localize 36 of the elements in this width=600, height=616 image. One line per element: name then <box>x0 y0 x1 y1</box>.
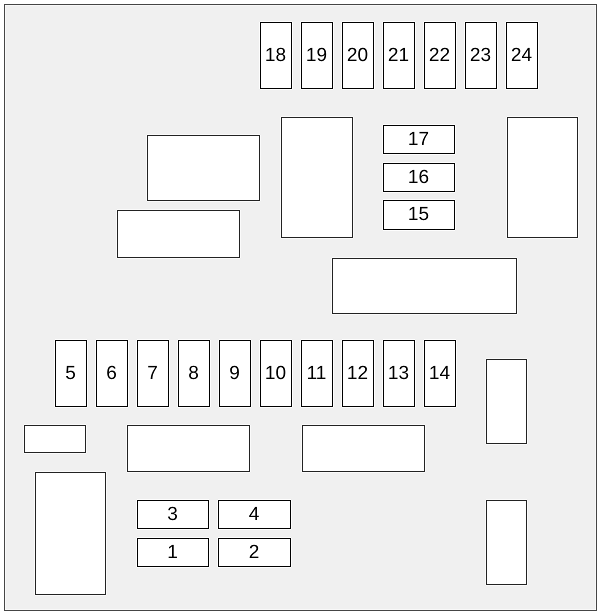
fuse: 2 <box>218 538 290 566</box>
empty-slot <box>280 116 352 238</box>
fuse: 12 <box>342 340 374 406</box>
empty-slot <box>24 424 86 452</box>
empty-slot <box>116 210 240 258</box>
fuse: 6 <box>96 340 128 406</box>
empty-slot <box>302 424 424 472</box>
fuse: 4 <box>218 500 290 528</box>
empty-slot <box>34 472 106 594</box>
fuse: 5 <box>54 340 86 406</box>
fuse: 10 <box>260 340 292 406</box>
fuse: 15 <box>382 200 454 230</box>
fuse: 3 <box>136 500 208 528</box>
fuse: 9 <box>218 340 250 406</box>
empty-slot <box>486 500 526 584</box>
fuse: 19 <box>300 22 332 88</box>
fuse: 13 <box>382 340 414 406</box>
fuse: 20 <box>342 22 374 88</box>
fuse: 14 <box>424 340 456 406</box>
empty-slot <box>126 424 250 472</box>
fuse-box-panel <box>4 4 597 611</box>
fuse: 18 <box>260 22 292 88</box>
fuse: 17 <box>382 124 454 154</box>
fuse: 22 <box>424 22 456 88</box>
fuse: 7 <box>136 340 168 406</box>
fuse: 1 <box>136 538 208 566</box>
fuse: 21 <box>382 22 414 88</box>
fuse: 16 <box>382 162 454 192</box>
empty-slot <box>146 134 260 200</box>
fuse: 11 <box>300 340 332 406</box>
fuse: 23 <box>464 22 496 88</box>
empty-slot <box>486 358 526 444</box>
empty-slot <box>332 258 516 314</box>
empty-slot <box>506 116 578 238</box>
fuse: 8 <box>178 340 210 406</box>
fuse: 24 <box>506 22 538 88</box>
